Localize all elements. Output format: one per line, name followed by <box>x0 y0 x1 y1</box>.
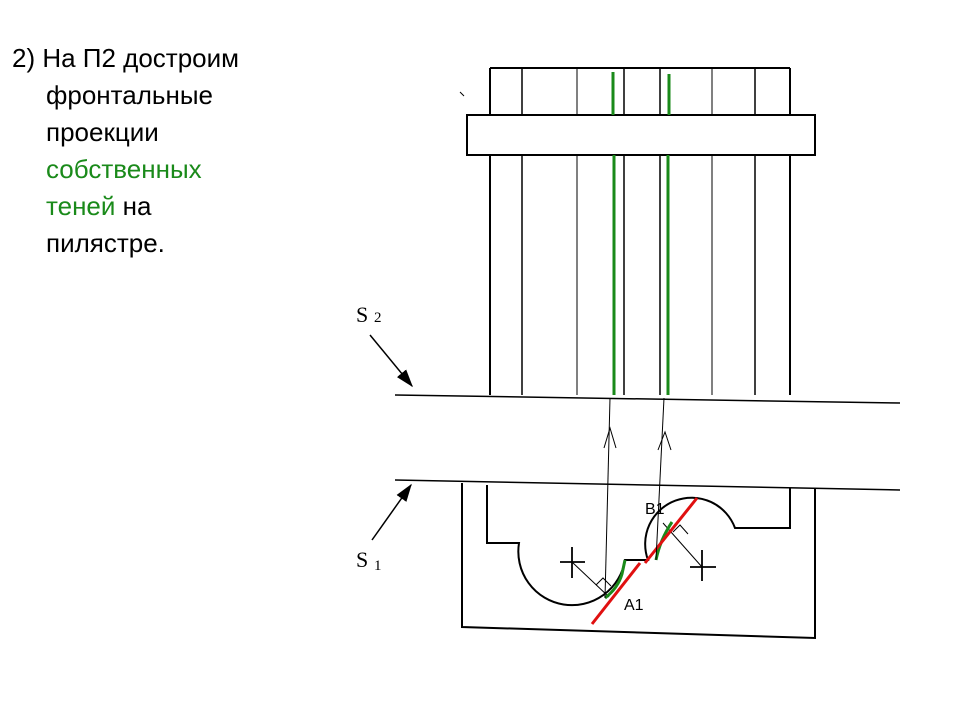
s2-label: S <box>356 302 368 327</box>
horizontal-projection <box>461 483 816 640</box>
s1-label: S <box>356 547 368 572</box>
projection-connectors <box>603 397 672 599</box>
frontal-shadow-lines <box>611 72 671 395</box>
text-line-5: теней на <box>12 188 332 225</box>
highlight-own: собственных <box>46 154 202 184</box>
highlight-shadows: теней <box>46 191 116 221</box>
light-direction-s1: S 1 <box>356 483 412 574</box>
tangent-lines <box>590 497 699 625</box>
text-line-2: фронтальные <box>46 80 213 110</box>
axis-lines <box>394 394 901 491</box>
step-line: 2) На П2 достроим <box>12 43 240 73</box>
s2-subscript: 2 <box>374 310 382 326</box>
center-cross-right <box>690 550 716 581</box>
point-a1-label: A1 <box>624 597 644 614</box>
point-b1-label: B1 <box>645 501 665 518</box>
s1-subscript: 1 <box>374 558 382 574</box>
text-line-5-rest: на <box>115 191 152 221</box>
instruction-text: 2) На П2 достроим фронтальные проекции с… <box>12 40 332 262</box>
frontal-projection <box>459 67 816 395</box>
light-direction-s2: S 2 <box>356 302 413 388</box>
text-line-6: пилястре. <box>46 228 165 258</box>
text-line-3: проекции <box>46 117 159 147</box>
